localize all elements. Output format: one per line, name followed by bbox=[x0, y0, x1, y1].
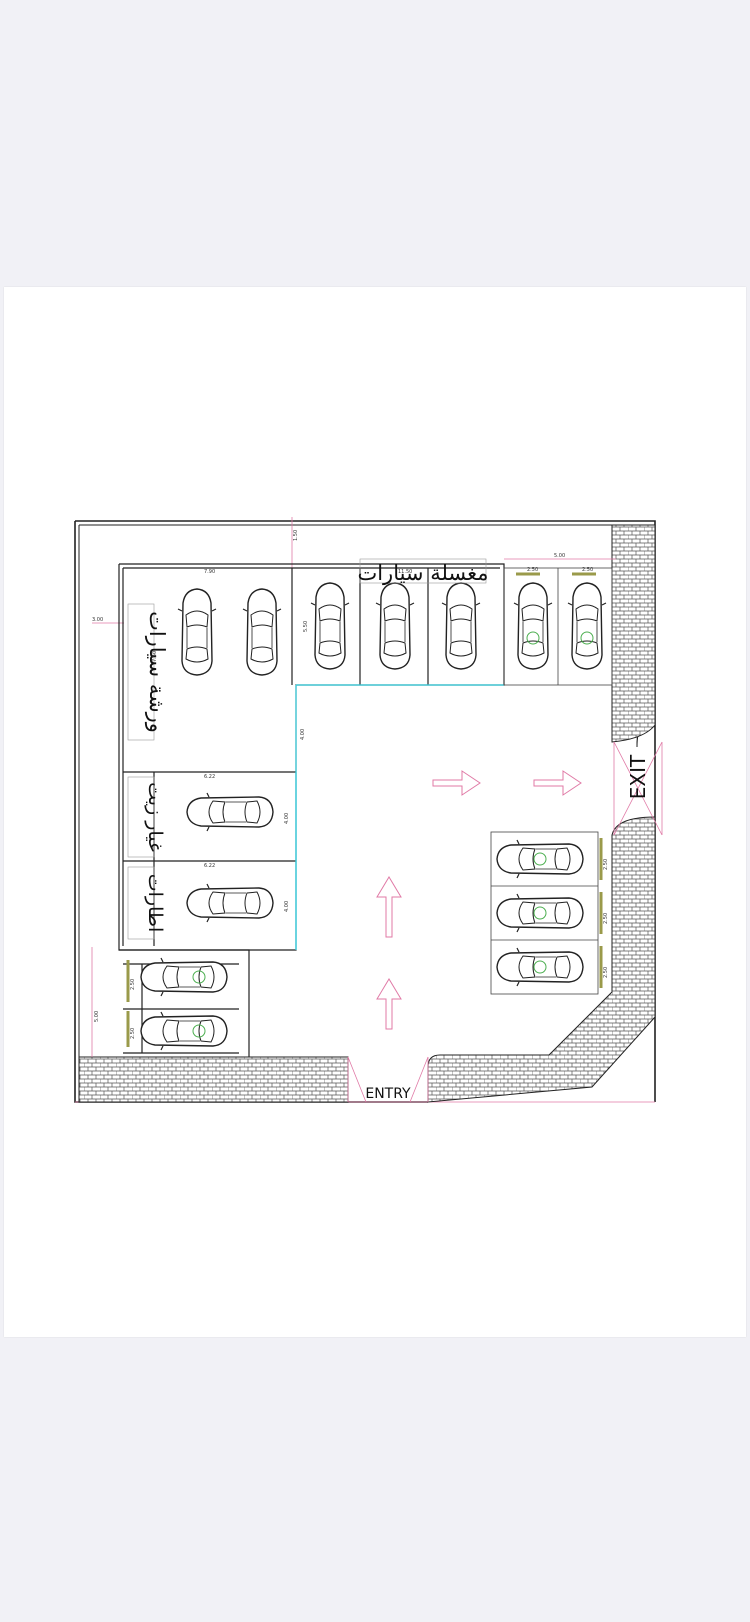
dimension-text: 2.50 bbox=[527, 567, 538, 573]
dimension-text: 2.50 bbox=[130, 1028, 136, 1039]
car-top-view-icon bbox=[496, 893, 584, 933]
dimension-text: 5.00 bbox=[94, 1011, 100, 1022]
car-workshop-label: ورشة سيارات bbox=[144, 611, 169, 733]
parking-number-badge-icon bbox=[526, 631, 540, 645]
dimension-text: 2.50 bbox=[130, 979, 136, 990]
dimension-text: 3.00 bbox=[92, 617, 103, 623]
car-top-view-icon bbox=[513, 582, 553, 670]
car-top-view-icon bbox=[140, 1011, 228, 1051]
dimension-labels: 1.50 3.00 7.90 7.50 5.50 11.50 4.00 5.00… bbox=[92, 530, 609, 1039]
car-top-view-icon bbox=[310, 582, 350, 670]
car-top-view-icon bbox=[375, 582, 415, 670]
dimension-text: 2.50 bbox=[603, 913, 609, 924]
direction-arrow-icon bbox=[376, 978, 402, 1030]
drawing-sheet: مغسلة سيارات ورشة سيارات غيار زيت اطارات… bbox=[4, 287, 746, 1337]
dimension-text: 4.00 bbox=[284, 813, 290, 824]
direction-arrow-icon bbox=[432, 770, 481, 796]
right-bays bbox=[126, 567, 613, 1047]
car-top-view-icon bbox=[186, 883, 274, 923]
parking-number-badge-icon bbox=[580, 631, 594, 645]
car-top-view-icon bbox=[441, 582, 481, 670]
parking-floor-plan: مغسلة سيارات ورشة سيارات غيار زيت اطارات… bbox=[74, 517, 663, 1103]
cyan-boundary bbox=[295, 684, 504, 950]
dimension-text: 7.90 bbox=[204, 569, 215, 575]
dimension-text: 2.50 bbox=[603, 859, 609, 870]
entry-label: ENTRY bbox=[365, 1086, 411, 1102]
oil-change-label: غيار زيت bbox=[144, 782, 166, 852]
dimension-text: 4.00 bbox=[284, 901, 290, 912]
direction-arrow-icon bbox=[376, 876, 402, 938]
car-top-view-icon bbox=[242, 588, 282, 676]
parking-number-badge-icon bbox=[192, 970, 206, 984]
dimension-text: 6.22 bbox=[204, 863, 215, 869]
car-top-view-icon bbox=[186, 792, 274, 832]
direction-arrows bbox=[376, 770, 582, 1030]
car-top-view-icon bbox=[567, 582, 607, 670]
cars bbox=[140, 582, 607, 1051]
tires-label: اطارات bbox=[144, 874, 166, 933]
car-wash-label: مغسلة سيارات bbox=[357, 561, 488, 586]
parking-number-badge-icon bbox=[533, 906, 547, 920]
dimension-text: 2.50 bbox=[603, 967, 609, 978]
dimension-text: 7.50 bbox=[152, 651, 158, 662]
dimension-text: 2.50 bbox=[582, 567, 593, 573]
parking-badges bbox=[192, 631, 594, 1038]
parking-number-badge-icon bbox=[192, 1024, 206, 1038]
dimension-text: 6.22 bbox=[204, 774, 215, 780]
car-top-view-icon bbox=[177, 588, 217, 676]
direction-arrow-icon bbox=[533, 770, 582, 796]
parking-number-badge-icon bbox=[533, 852, 547, 866]
dimension-text: 1.50 bbox=[293, 530, 299, 541]
dimension-text: 5.00 bbox=[554, 553, 565, 559]
dimension-text: 5.50 bbox=[303, 621, 309, 632]
car-top-view-icon bbox=[496, 839, 584, 879]
dimension-text: 4.00 bbox=[300, 729, 306, 740]
dimension-text: 11.50 bbox=[398, 569, 412, 575]
car-top-view-icon bbox=[496, 947, 584, 987]
exit-label: EXIT bbox=[626, 754, 650, 799]
car-top-view-icon bbox=[140, 957, 228, 997]
parking-number-badge-icon bbox=[533, 960, 547, 974]
